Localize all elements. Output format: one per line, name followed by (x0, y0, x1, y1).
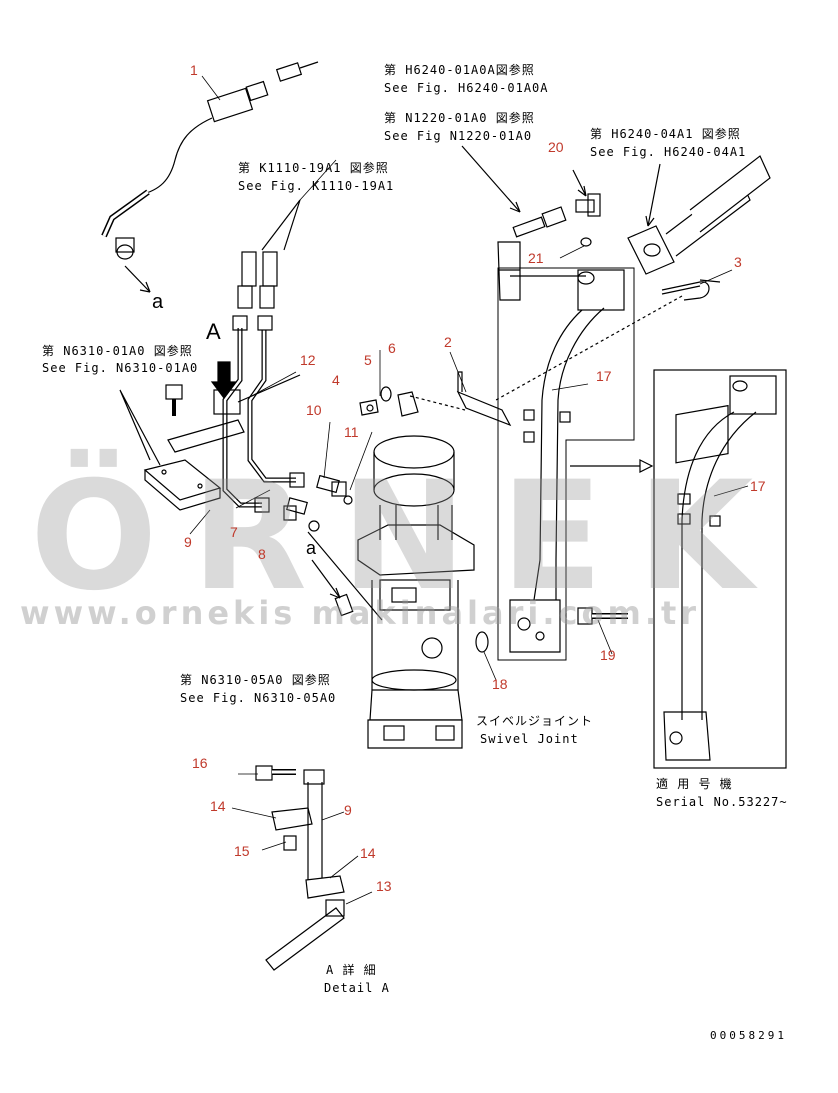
part-number-3: 3 (734, 254, 742, 270)
fitting-10 (316, 474, 347, 497)
part-number-17: 17 (596, 368, 612, 384)
hose-1 (101, 61, 319, 293)
bolt-19 (577, 607, 628, 625)
ref-h6240-04a1-jp: 第 H6240-04A1 図参照 (590, 127, 741, 141)
part-number-11: 11 (344, 424, 359, 440)
part-number-13: 13 (376, 878, 392, 894)
leader-n6310-01 (119, 389, 161, 466)
ref-n6310-05a0-jp: 第 N6310-05A0 図参照 (180, 673, 331, 687)
part-number-20: 20 (548, 139, 564, 155)
part-number-7: 7 (230, 524, 238, 540)
leader-20 (572, 169, 587, 197)
oring-18 (475, 631, 489, 653)
part-number-4: 4 (332, 372, 340, 388)
swivel-joint (357, 435, 475, 749)
hose-n1220 (461, 145, 567, 238)
hoses-k1110 (222, 199, 305, 513)
part-number-6: 6 (388, 340, 396, 356)
part-number-5: 5 (364, 352, 372, 368)
part-number-12: 12 (300, 352, 316, 368)
letter-a-top: a (152, 291, 165, 313)
detail-jp: A 詳 細 (326, 963, 377, 977)
ref-h6240-01a0a-en: See Fig. H6240-01A0A (384, 81, 549, 95)
hose-h6240-04a1 (627, 155, 771, 275)
part-number-14: 14 (210, 798, 226, 814)
detail-a (255, 765, 345, 971)
serial-jp: 適 用 号 機 (656, 777, 733, 791)
ref-h6240-04a1-en: See Fig. H6240-04A1 (590, 145, 747, 159)
detail-en: Detail A (324, 981, 390, 995)
fitting-8 (283, 497, 308, 521)
leader-8 (307, 531, 383, 621)
part-number-21: 21 (528, 250, 544, 266)
part-number-10: 10 (306, 402, 322, 418)
pipe-17-main (497, 241, 635, 661)
ref-k1110-jp: 第 K1110-19A1 図参照 (238, 161, 389, 175)
part-number-18: 18 (492, 676, 508, 692)
plate-9 (143, 459, 222, 511)
ref-k1110-en: See Fig. K1110-19A1 (238, 179, 395, 193)
part-number-9-detail: 9 (344, 802, 352, 818)
ref-n6310-05a0-en: See Fig. N6310-05A0 (180, 691, 337, 705)
doc-number: 00058291 (710, 1029, 787, 1042)
ref-n1220-en: See Fig N1220-01A0 (384, 129, 533, 143)
part-number-9: 9 (184, 534, 192, 550)
serial-box (653, 369, 787, 769)
swivel-joint-en: Swivel Joint (480, 732, 579, 746)
watermark-brand: ÖRNEK (30, 450, 788, 624)
ref-n6310-01a0-jp: 第 N6310-01A0 図参照 (42, 344, 193, 358)
part-number-8: 8 (258, 546, 266, 562)
part-number-1: 1 (190, 62, 198, 78)
fitting-a (311, 559, 354, 617)
oring-8 (308, 520, 320, 532)
letter-a-mid: a (306, 538, 318, 558)
part-number-16: 16 (192, 755, 208, 771)
ref-n6310-01a0-en: See Fig. N6310-01A0 (42, 361, 199, 375)
part-number-15: 15 (234, 843, 250, 859)
bracket-2 (409, 371, 512, 427)
leader-lines (189, 75, 749, 905)
swivel-joint-jp: スイベルジョイント (476, 714, 594, 728)
part-number-14-b: 14 (360, 845, 376, 861)
part-number-19: 19 (600, 647, 616, 663)
bolt-bracket (165, 384, 183, 416)
parts-4-5-6 (359, 386, 419, 417)
arrow-A (210, 361, 238, 399)
serial-en: Serial No.53227~ (656, 795, 788, 809)
ref-h6240-01a0a-jp: 第 H6240-01A0A図参照 (384, 63, 535, 77)
oring-21 (580, 237, 592, 247)
fitting-20 (575, 193, 601, 217)
watermark-url: www.ornekis makinalari.com.tr (20, 594, 701, 632)
letter-A: A (206, 319, 222, 344)
ref-n1220-jp: 第 N1220-01A0 図参照 (384, 111, 535, 125)
part-number-17-serial: 17 (750, 478, 766, 494)
pipe-3 (495, 279, 721, 401)
oring-11 (343, 495, 353, 505)
part-number-2: 2 (444, 334, 452, 350)
